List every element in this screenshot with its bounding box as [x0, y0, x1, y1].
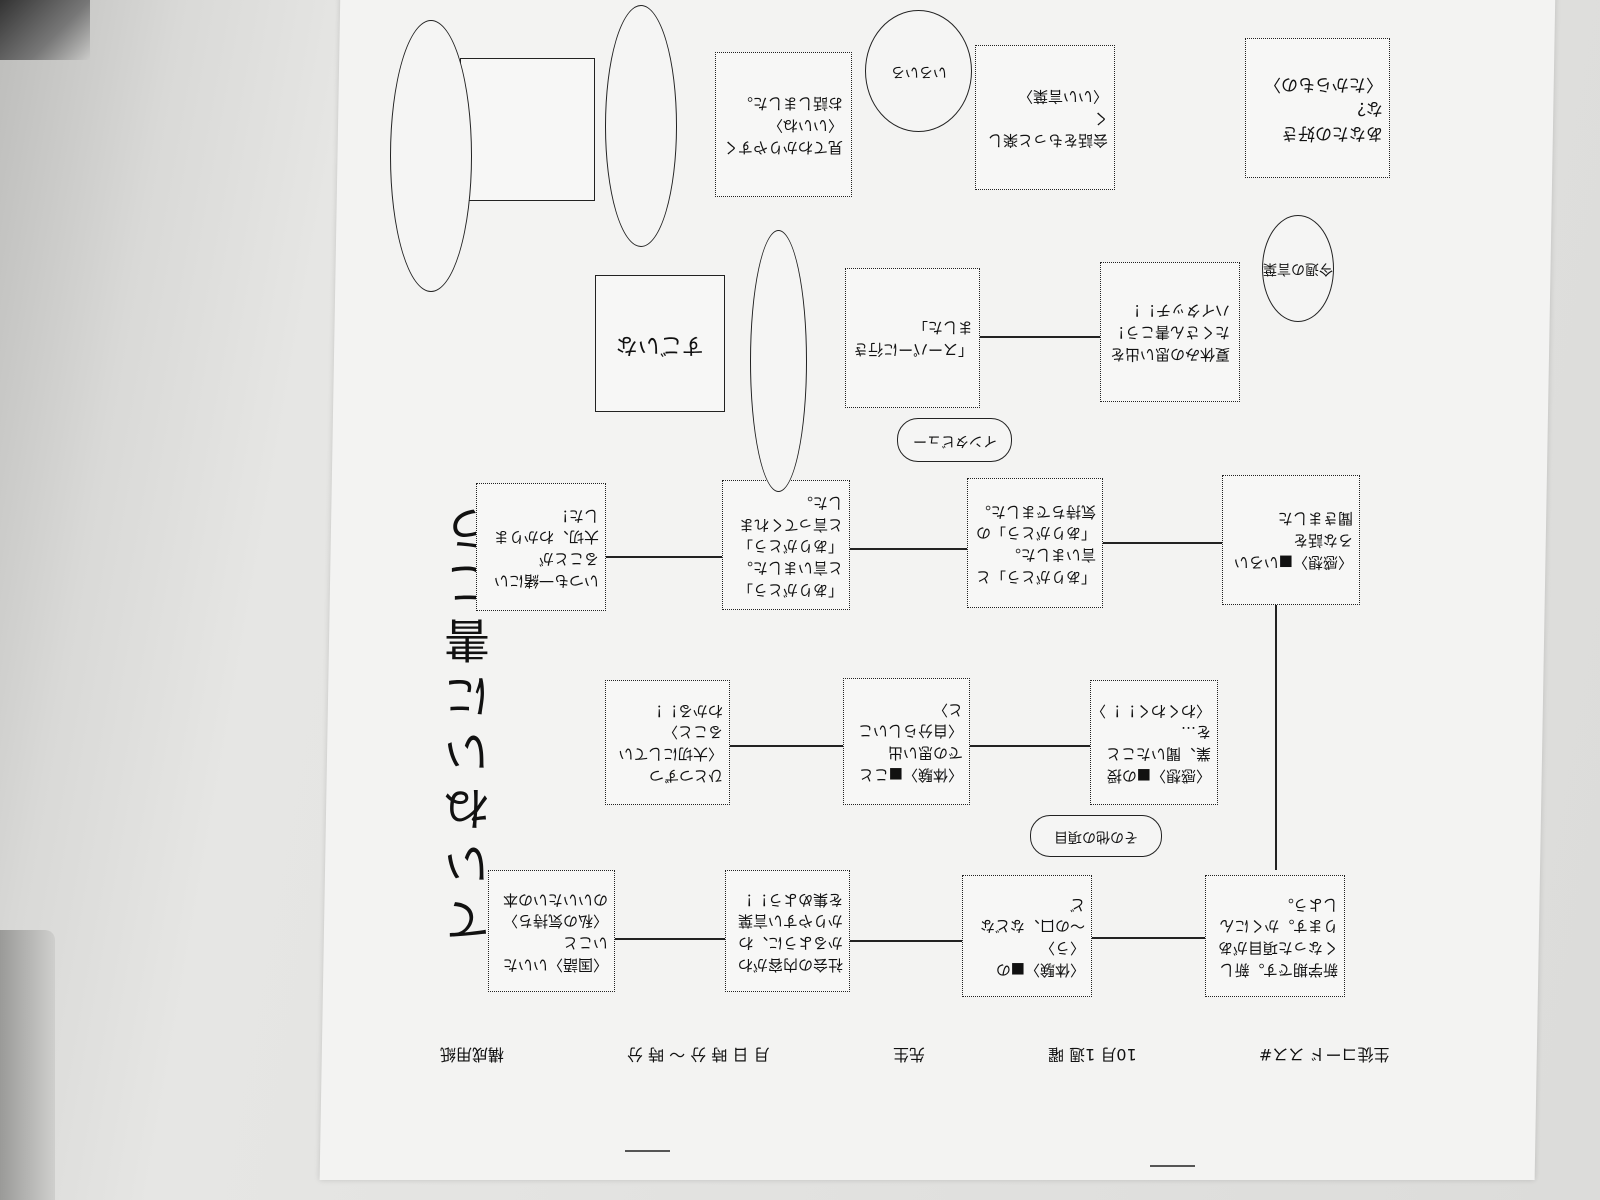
form-title: 構成用紙	[440, 1045, 505, 1065]
note-box: あなたの好きな？ 〈たからもの〉	[1245, 38, 1390, 178]
other-items-bubble: その他の項目	[1030, 815, 1162, 857]
note-box: 〈体験〉■の〈う〉 ～の口、などなど	[962, 875, 1092, 997]
weekly-words-bubble: 今週の言葉	[1262, 215, 1334, 322]
note-box: 「スーパーに行きました」	[845, 268, 980, 408]
student-code: 生徒コード スス#	[1259, 1045, 1390, 1065]
note-box: すごいな	[595, 275, 725, 412]
note-box: 「ありがとう」と言いました。 「ありがとう」と言ってくれました。	[722, 480, 850, 610]
note-box: 〈感想〉■いろいろな話を 聞きました	[1222, 475, 1360, 605]
note-box: ひとつずつ 〈大切にしていること〉 わかる！！	[605, 680, 730, 805]
various-bubble: いろいろ	[865, 10, 972, 132]
date-label: 10月 1週 曜	[1047, 1045, 1137, 1065]
note-box: 見てわかりやすく 〈いいね〉 お話しました。	[715, 52, 852, 197]
note-box: 会話をもっと楽しく 〈いい言葉〉	[975, 45, 1115, 190]
note-box: 「ありがとう」と言いました。 「ありがとう」の気持ちでました。	[967, 478, 1103, 608]
time-range: 月 日 時 分 ～ 時 分	[627, 1045, 770, 1065]
device-edge	[0, 930, 55, 1200]
note-box: 新学期です。新しくなった項目があります。かくにんしよう。	[1205, 875, 1345, 997]
doodle-bubble	[605, 5, 677, 247]
doodle-bubble	[390, 20, 472, 292]
note-box: 社会の内容がわかるように、わかりやすい言葉を集めよう！！	[725, 870, 850, 992]
worksheet-header: 構成用紙 月 日 時 分 ～ 時 分 先生 10月 1週 曜 生徒コード スス#	[440, 1030, 1390, 1080]
note-box: いつも一緒にいることが 大切、わかりました！	[476, 483, 606, 611]
note-box: 〈国語〉いいたいこと 〈私の気持ち〉 のいいたいの本	[488, 870, 615, 992]
note-box: 〈体験〉■ことでの思い出 〈自分らしいこと〉	[843, 678, 970, 805]
doodle-bubble	[750, 230, 807, 492]
note-box	[460, 58, 595, 201]
note-box: 〈感想〉■の授業、聞いたことを… 〈わくわく！！〉	[1090, 680, 1218, 805]
dark-corner	[0, 0, 90, 60]
interview-bubble: インタビュー	[897, 418, 1012, 462]
teacher-label: 先生	[892, 1045, 925, 1065]
note-box: 夏休みの思い出を たくさん書こう！ ハイタッチ！！	[1100, 262, 1240, 402]
